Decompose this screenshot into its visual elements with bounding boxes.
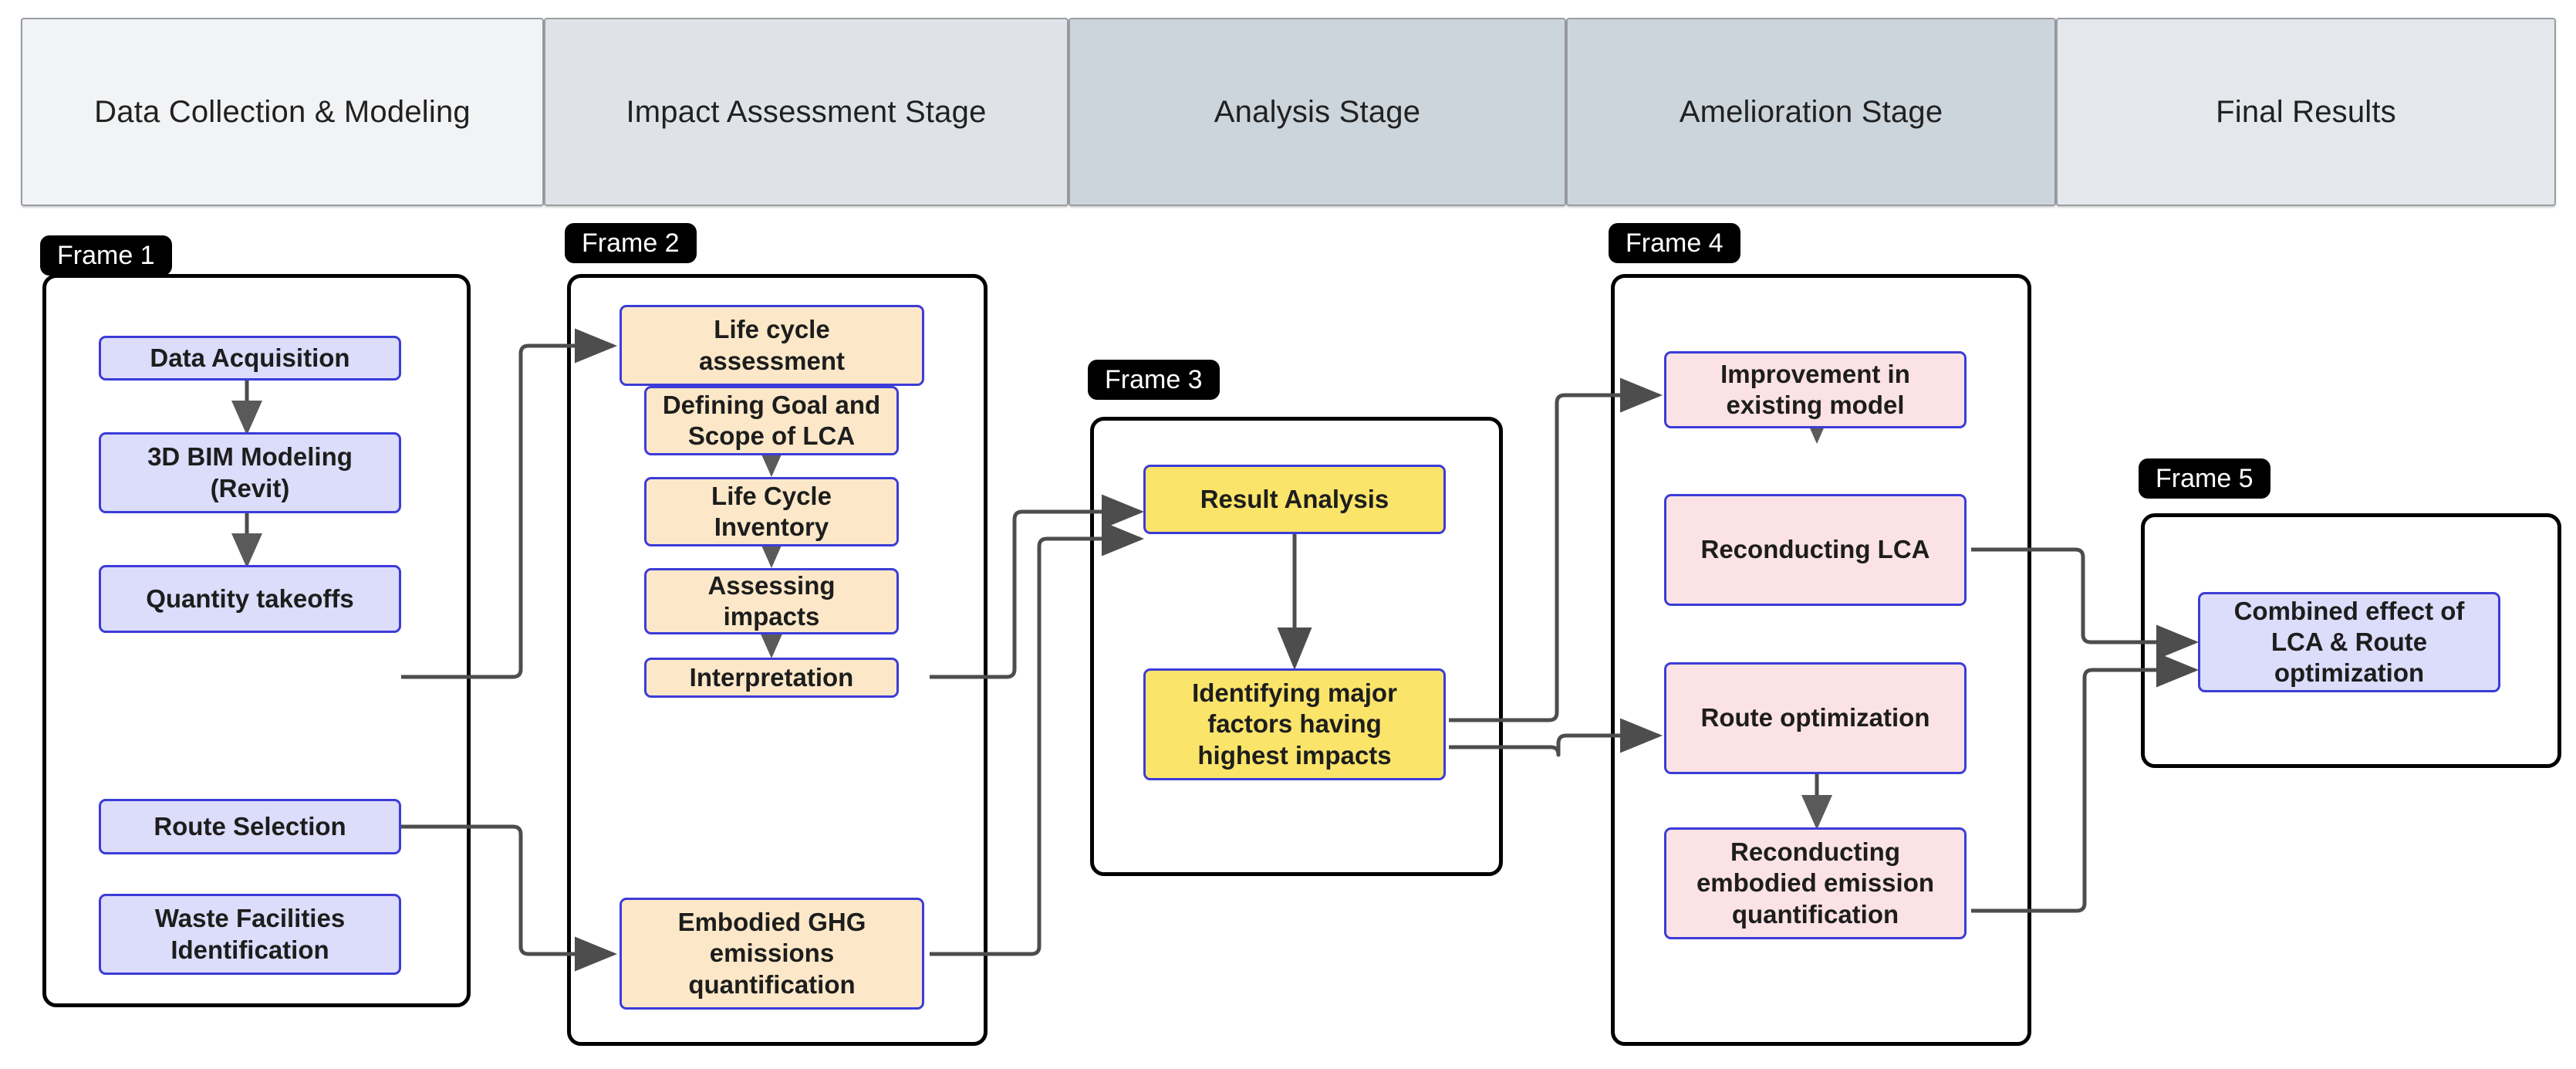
frame-tag-label: Frame 4 bbox=[1626, 228, 1724, 258]
stage-header-final-results: Final Results bbox=[2056, 18, 2556, 206]
node-label-line1: Assessing bbox=[707, 570, 836, 600]
node-label-line2: existing model bbox=[1726, 391, 1905, 419]
frame-tag-label: Frame 3 bbox=[1105, 364, 1203, 394]
frame-4-container bbox=[1611, 274, 2031, 1046]
connector-route-selection-to-embodied-ghg bbox=[401, 824, 617, 972]
stage-header-amelioration: Amelioration Stage bbox=[1566, 18, 2056, 206]
node-label-line1: Waste Facilities bbox=[154, 904, 346, 933]
node-label: Embodied GHG emissions quantification bbox=[678, 907, 866, 1000]
node-assessing-impacts[interactable]: Assessing impacts bbox=[644, 568, 899, 634]
node-label: Route Selection bbox=[154, 811, 346, 841]
stage-header-analysis: Analysis Stage bbox=[1069, 18, 1566, 206]
node-label-line2: emissions bbox=[709, 939, 835, 968]
frame-4-tag: Frame 4 bbox=[1609, 223, 1740, 263]
node-label: Identifying major factors having highest… bbox=[1192, 678, 1397, 771]
node-label: Improvement in existing model bbox=[1720, 359, 1910, 421]
connector-reconducting-lca-to-combined bbox=[1971, 547, 2199, 660]
connector-embodied-ghg-to-result-analysis bbox=[930, 521, 1144, 956]
node-label: Interpretation bbox=[689, 662, 854, 692]
node-label: Life cycle assessment bbox=[699, 314, 845, 377]
frame-tag-label: Frame 2 bbox=[582, 228, 680, 258]
node-label-line1: Life cycle bbox=[714, 315, 830, 344]
frame-tag-label: Frame 1 bbox=[57, 240, 155, 270]
node-defining-goal-scope[interactable]: Defining Goal and Scope of LCA bbox=[644, 386, 899, 455]
frame-tag-label: Frame 5 bbox=[2156, 463, 2254, 493]
node-data-acquisition[interactable]: Data Acquisition bbox=[99, 336, 401, 381]
node-label-line1: Improvement in bbox=[1720, 359, 1910, 388]
connector-interpretation-to-result-analysis bbox=[930, 494, 1144, 679]
frame-5-tag: Frame 5 bbox=[2139, 458, 2270, 499]
node-label-line1: Identifying major bbox=[1192, 678, 1397, 708]
node-waste-facilities-identification[interactable]: Waste Facilities Identification bbox=[99, 894, 401, 975]
node-label: Reconducting embodied emission quantific… bbox=[1697, 837, 1934, 930]
frame-1-container bbox=[42, 274, 471, 1007]
node-route-optimization[interactable]: Route optimization bbox=[1664, 662, 1967, 774]
node-label-line2: assessment bbox=[699, 346, 845, 375]
node-label-line1: Embodied GHG bbox=[677, 908, 866, 937]
node-label: Waste Facilities Identification bbox=[155, 903, 345, 966]
node-route-selection[interactable]: Route Selection bbox=[99, 799, 401, 854]
node-life-cycle-assessment[interactable]: Life cycle assessment bbox=[620, 305, 924, 386]
node-label-line1: Defining Goal and bbox=[662, 390, 881, 419]
stage-header-label: Amelioration Stage bbox=[1679, 94, 1943, 129]
frame-2-tag: Frame 2 bbox=[565, 223, 697, 263]
connector-reconducting-emission-to-combined bbox=[1971, 652, 2199, 913]
node-label-line3: quantification bbox=[688, 969, 856, 999]
stage-header-impact-assessment: Impact Assessment Stage bbox=[544, 18, 1069, 206]
node-label-line2: Scope of LCA bbox=[687, 421, 856, 450]
stage-header-data-collection: Data Collection & Modeling bbox=[21, 18, 544, 206]
frame-1-tag: Frame 1 bbox=[40, 235, 172, 276]
node-label: Route optimization bbox=[1700, 703, 1930, 732]
node-result-analysis[interactable]: Result Analysis bbox=[1143, 465, 1446, 534]
node-label-line1: Life Cycle bbox=[711, 481, 832, 510]
node-label-line2: Inventory bbox=[714, 513, 829, 541]
node-reconducting-embodied-emission[interactable]: Reconducting embodied emission quantific… bbox=[1664, 827, 1967, 939]
frame-2-container bbox=[567, 274, 988, 1046]
node-label: Data Acquisition bbox=[150, 343, 350, 372]
connector-identifying-to-improvement bbox=[1449, 377, 1663, 722]
frame-3-tag: Frame 3 bbox=[1088, 360, 1220, 400]
connector-identifying-to-route-optimization bbox=[1449, 718, 1663, 757]
node-label-line2: factors having bbox=[1207, 709, 1382, 739]
node-label-line2: LCA & Route bbox=[2270, 627, 2428, 656]
node-label-line3: highest impacts bbox=[1197, 740, 1392, 770]
node-label-line3: optimization bbox=[2274, 658, 2425, 688]
node-label-line1: Combined effect of bbox=[2233, 596, 2465, 625]
node-label: 3D BIM Modeling (Revit) bbox=[147, 441, 353, 504]
node-reconducting-lca[interactable]: Reconducting LCA bbox=[1664, 494, 1967, 606]
node-label: Combined effect of LCA & Route optimizat… bbox=[2234, 596, 2465, 689]
node-embodied-ghg-quantification[interactable]: Embodied GHG emissions quantification bbox=[620, 898, 924, 1010]
node-label: Quantity takeoffs bbox=[146, 584, 354, 613]
node-label-line2: (Revit) bbox=[210, 473, 290, 502]
connector-quantity-to-lca bbox=[401, 328, 617, 679]
stage-header-label: Data Collection & Modeling bbox=[94, 94, 471, 129]
node-label: Life Cycle Inventory bbox=[711, 481, 832, 543]
node-label: Assessing impacts bbox=[707, 570, 835, 633]
stage-header-label: Impact Assessment Stage bbox=[626, 94, 987, 129]
node-identifying-major-factors[interactable]: Identifying major factors having highest… bbox=[1143, 668, 1446, 780]
node-label: Defining Goal and Scope of LCA bbox=[663, 390, 880, 452]
node-combined-effect-lca-route[interactable]: Combined effect of LCA & Route optimizat… bbox=[2198, 592, 2500, 692]
frame-3-container bbox=[1090, 417, 1503, 876]
node-label-line2: embodied emission bbox=[1696, 868, 1935, 898]
node-label: Result Analysis bbox=[1200, 484, 1389, 513]
node-label-line1: Reconducting bbox=[1730, 837, 1900, 867]
node-label: Reconducting LCA bbox=[1700, 535, 1930, 564]
node-life-cycle-inventory[interactable]: Life Cycle Inventory bbox=[644, 477, 899, 546]
node-3d-bim-modeling[interactable]: 3D BIM Modeling (Revit) bbox=[99, 432, 401, 513]
node-label-line3: quantification bbox=[1731, 899, 1899, 929]
node-quantity-takeoffs[interactable]: Quantity takeoffs bbox=[99, 565, 401, 633]
node-label-line1: 3D BIM Modeling bbox=[147, 442, 353, 472]
node-label-line2: impacts bbox=[723, 602, 820, 631]
node-improvement-existing-model[interactable]: Improvement in existing model bbox=[1664, 351, 1967, 428]
stage-header-label: Analysis Stage bbox=[1214, 94, 1421, 129]
node-interpretation[interactable]: Interpretation bbox=[644, 658, 899, 698]
node-label-line2: Identification bbox=[170, 935, 329, 964]
stage-header-label: Final Results bbox=[2216, 94, 2396, 129]
